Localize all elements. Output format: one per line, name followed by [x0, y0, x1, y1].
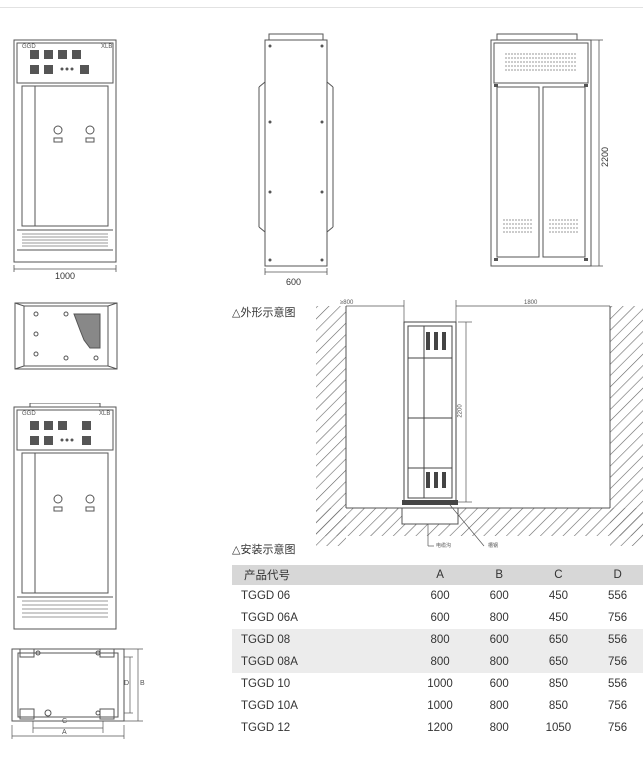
table-row: TGGD 06 600 600 450 556	[232, 585, 643, 607]
side-depth-dimension: 600	[286, 277, 302, 287]
cell-a: 800	[406, 651, 474, 673]
plan-d-label: D	[124, 680, 130, 687]
cell-d: 556	[608, 590, 628, 602]
cell-b: 800	[489, 700, 509, 712]
base-plan-view	[11, 648, 143, 739]
cell-c: 650	[524, 651, 593, 673]
cell-model: TGGD 06A	[241, 612, 298, 624]
cell-c: 850	[548, 700, 568, 712]
cell-b: 600	[489, 590, 509, 602]
table-row: TGGD 06A 600 800 450 756	[232, 607, 643, 629]
plan-c-label: C	[62, 718, 68, 725]
col-header-a: A	[406, 565, 474, 585]
cell-a: 1000	[427, 678, 453, 690]
cell-a: 1000	[427, 700, 453, 712]
cell-model: TGGD 08	[232, 629, 407, 651]
installation-diagram	[316, 300, 643, 547]
cell-model: TGGD 10A	[241, 700, 298, 712]
cell-d: 756	[608, 722, 628, 734]
cell-c: 850	[548, 678, 568, 690]
cabinet-top-view	[14, 302, 118, 370]
cell-model: TGGD 12	[241, 722, 291, 734]
table-row: TGGD 12 1200 800 1050 756	[232, 717, 643, 739]
height-dimension: 2200	[600, 146, 611, 168]
cell-a: 600	[430, 590, 450, 602]
cell-c: 450	[548, 590, 568, 602]
install-caption: △安装示意图	[232, 543, 296, 556]
col-header-model: 产品代号	[232, 565, 407, 585]
cell-a: 1200	[427, 722, 453, 734]
install-right-dimension: 1800	[524, 300, 538, 306]
cell-b: 600	[473, 629, 525, 651]
cell-b: 800	[489, 722, 509, 734]
cell-a: 800	[406, 629, 474, 651]
cell-a: 600	[430, 612, 450, 624]
col-header-c: C	[524, 565, 593, 585]
plan-a-label: A	[62, 729, 67, 736]
col-header-b: B	[473, 565, 525, 585]
cell-c: 650	[524, 629, 593, 651]
install-height-dimension: 2200	[457, 404, 464, 418]
cell-b: 800	[473, 651, 525, 673]
xlb-label-alt: XLB	[99, 411, 111, 417]
cell-c: 1050	[545, 722, 572, 734]
cabinet-side-view	[258, 33, 334, 275]
top-rule	[0, 7, 643, 8]
plan-b-label: B	[140, 680, 145, 687]
table-row: TGGD 08A 800 800 650 756	[232, 651, 643, 673]
cell-d: 756	[592, 651, 643, 673]
channel-steel-label: 槽钢	[488, 543, 499, 549]
table-header-row: 产品代号 A B C D	[232, 565, 643, 585]
cell-b: 800	[489, 612, 509, 624]
outline-caption: △外形示意图	[232, 306, 296, 319]
cell-d: 556	[608, 678, 628, 690]
xlb-label: XLB	[101, 44, 113, 50]
cell-c: 450	[548, 612, 568, 624]
cell-d: 756	[608, 700, 628, 712]
cabinet-front-view-alt	[13, 403, 117, 630]
table-row: TGGD 10 1000 600 850 556	[232, 673, 643, 695]
cabinet-front-view	[13, 39, 117, 272]
install-left-dimension: ≥800	[340, 300, 354, 306]
cell-model: TGGD 10	[241, 678, 291, 690]
front-width-dimension: 1000	[55, 271, 76, 281]
cell-d: 556	[592, 629, 643, 651]
cell-model: TGGD 06	[241, 590, 291, 602]
table-row: TGGD 10A 1000 800 850 756	[232, 695, 643, 717]
col-header-d: D	[592, 565, 643, 585]
cell-model: TGGD 08A	[232, 651, 407, 673]
cabinet-rear-view	[490, 33, 603, 267]
ggd-label-alt: GGD	[22, 411, 36, 417]
cell-b: 600	[489, 678, 509, 690]
ggd-label: GGD	[22, 44, 36, 50]
table-row: TGGD 08 800 600 650 556	[232, 629, 643, 651]
spec-table: 产品代号 A B C D TGGD 06 600 600 450 556 TGG…	[232, 565, 643, 739]
cell-d: 756	[608, 612, 628, 624]
cable-trench-label: 电缆沟	[436, 543, 452, 549]
